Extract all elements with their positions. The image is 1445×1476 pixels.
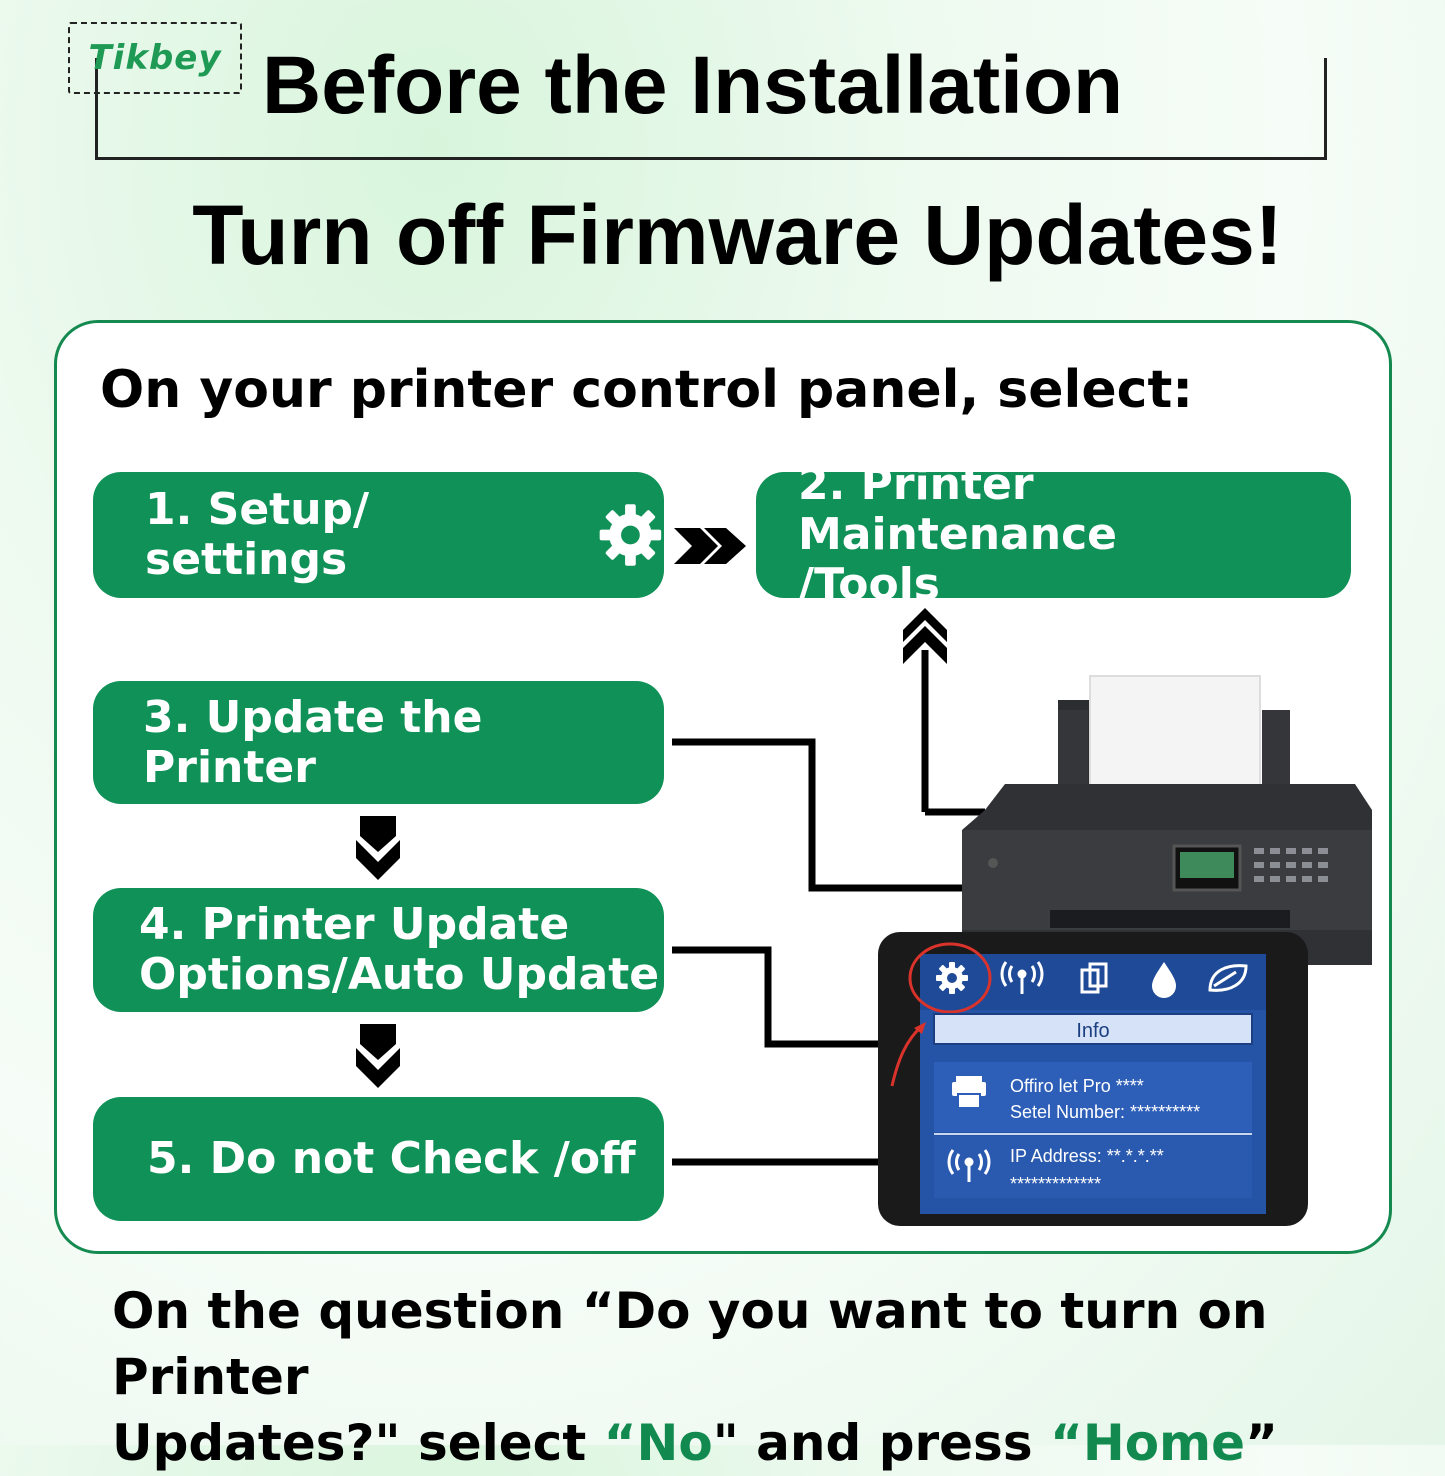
- page-title: Before the Installation: [262, 40, 1124, 131]
- brand-logo: Tikbey: [68, 22, 242, 94]
- gear-icon: [936, 962, 968, 994]
- step-setup-settings: 1. Setup/ settings: [93, 472, 664, 598]
- printer-icon: [952, 1076, 986, 1109]
- footer-line-2: Updates?" select “No" and press “Home”: [112, 1410, 1412, 1476]
- step-do-not-check: 5. Do not Check /off: [93, 1097, 664, 1221]
- step-label: 1. Setup/ settings: [145, 484, 370, 585]
- footer-home: “Home: [1049, 1414, 1246, 1472]
- step-printer-maintenance: 2. Printer Maintenance /Tools: [756, 460, 1351, 610]
- screen-model: Offiro let Pro ****: [1010, 1076, 1144, 1096]
- screen-tab-info: Info: [1076, 1020, 1109, 1042]
- footer-text: " and press: [712, 1414, 1050, 1472]
- footer-instruction: On the question “Do you want to turn on …: [112, 1278, 1412, 1476]
- ink-drop-icon: [1152, 962, 1176, 998]
- connector-lines: [672, 738, 968, 1166]
- step-update-printer: 3. Update the Printer: [93, 681, 664, 804]
- printer-illustration: [962, 675, 1372, 965]
- step-label: 2. Printer Maintenance /Tools: [798, 459, 1118, 610]
- screen-serial: Setel Number: **********: [1010, 1102, 1200, 1122]
- arrow-right-icon: [674, 528, 746, 564]
- step-label: 3. Update the Printer: [143, 691, 483, 793]
- wireless-icon: [1000, 961, 1044, 994]
- footer-line-1: On the question “Do you want to turn on …: [112, 1282, 1268, 1406]
- footer-no: “No: [603, 1414, 713, 1472]
- step-update-options: 4. Printer Update Options/Auto Update: [93, 888, 664, 1012]
- footer-text: ”: [1245, 1414, 1278, 1472]
- footer-text: Updates?" select: [112, 1414, 604, 1472]
- panel-intro: On your printer control panel, select:: [100, 360, 1194, 420]
- illustration-layer: Info Offiro let Pro **** Setel Number: *…: [356, 528, 1372, 1226]
- screen-ip: IP Address: **.*.*.**: [1010, 1146, 1164, 1166]
- title-frame: [95, 58, 1327, 160]
- control-panel-screen: Info Offiro let Pro **** Setel Number: *…: [878, 932, 1308, 1226]
- step-label: 4. Printer Update Options/Auto Update: [139, 899, 660, 1000]
- page-subtitle: Turn off Firmware Updates!: [192, 188, 1283, 282]
- wireless-icon: [947, 1149, 991, 1182]
- screen-ip-mask: *************: [1010, 1174, 1101, 1194]
- leaf-icon: [1208, 964, 1248, 992]
- arrow-down-icon: [356, 816, 400, 880]
- copy-icon: [1080, 962, 1108, 994]
- brand-logo-text: Tikbey: [88, 38, 222, 78]
- gear-icon: [599, 504, 662, 566]
- step-label: 5. Do not Check /off: [147, 1133, 636, 1184]
- arrow-down-icon: [356, 1024, 400, 1088]
- arrow-up-icon: [903, 608, 985, 816]
